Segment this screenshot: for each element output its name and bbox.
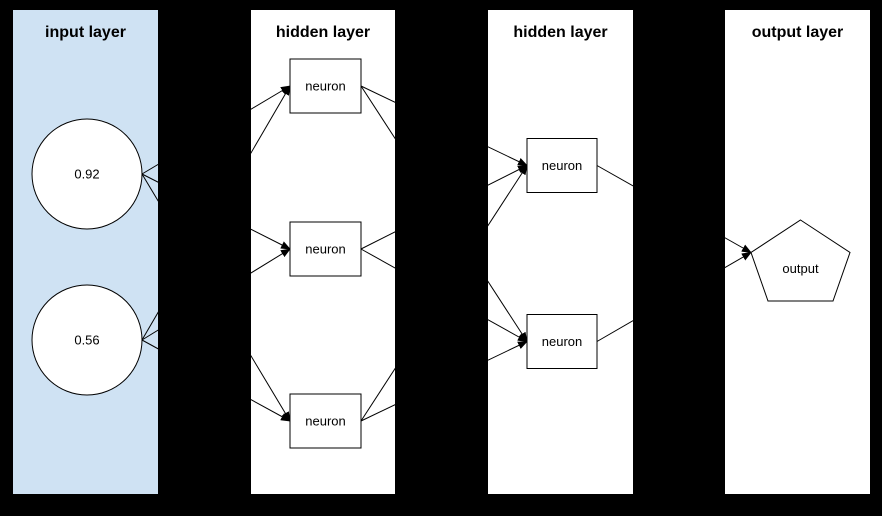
hidden2-neuron-2-box	[526, 314, 598, 369]
hidden1-neuron-1-label: neuron	[305, 79, 345, 94]
connection-arrow-h1n1-h2n1	[360, 85, 528, 166]
output-node-label: output	[782, 261, 819, 276]
hidden2-neuron-1-label: neuron	[542, 158, 582, 173]
hidden1-neuron-3-box	[289, 393, 362, 449]
connection-arrow-i2-h1n2	[141, 248, 291, 341]
input-node-1: 0.92	[31, 118, 143, 230]
title-hidden-layer-2: hidden layer	[513, 24, 607, 41]
connection-arrow-h1n3-h2n1	[360, 164, 528, 422]
hidden2-neuron-2: neuron	[526, 314, 598, 369]
title-hidden-layer-1: hidden layer	[276, 24, 370, 41]
hidden1-neuron-3: neuron	[289, 393, 362, 449]
input-node-2-label: 0.56	[74, 333, 99, 348]
panel-hidden-layer-2	[488, 10, 633, 494]
connection-arrow-h2n2-out	[596, 251, 752, 342]
title-input-layer: input layer	[45, 24, 126, 41]
connections-group	[141, 85, 752, 422]
connection-arrow-i1-h1n2	[141, 173, 291, 250]
connection-arrow-h2n1-out	[596, 165, 752, 253]
output-node-pentagon	[750, 219, 851, 302]
connection-arrow-h1n2-h2n1	[360, 165, 528, 250]
output-node: output	[750, 219, 851, 302]
input-node-1-label: 0.92	[74, 167, 99, 182]
input-node-1-circle	[31, 118, 143, 230]
connection-arrow-i1-h1n1	[141, 85, 291, 175]
hidden1-neuron-2-box	[289, 221, 362, 277]
connection-arrow-i2-h1n1	[141, 85, 291, 341]
input-node-2: 0.56	[31, 284, 143, 396]
connection-arrow-i1-h1n3	[141, 173, 291, 422]
input-node-2-circle	[31, 284, 143, 396]
connection-arrow-i2-h1n3	[141, 339, 291, 422]
hidden1-neuron-1-box	[289, 58, 362, 114]
hidden1-neuron-2-label: neuron	[305, 242, 345, 257]
hidden2-neuron-1-box	[526, 138, 598, 193]
hidden1-neuron-2: neuron	[289, 221, 362, 277]
title-output-layer: output layer	[752, 24, 844, 41]
connection-arrow-h1n2-h2n2	[360, 248, 528, 342]
hidden2-neuron-2-label: neuron	[542, 334, 582, 349]
hidden1-neuron-3-label: neuron	[305, 414, 345, 429]
connection-arrow-h1n1-h2n2	[360, 85, 528, 343]
connection-arrow-h1n3-h2n2	[360, 341, 528, 422]
hidden1-neuron-1: neuron	[289, 58, 362, 114]
hidden2-neuron-1: neuron	[526, 138, 598, 193]
panel-input-layer	[13, 10, 158, 494]
